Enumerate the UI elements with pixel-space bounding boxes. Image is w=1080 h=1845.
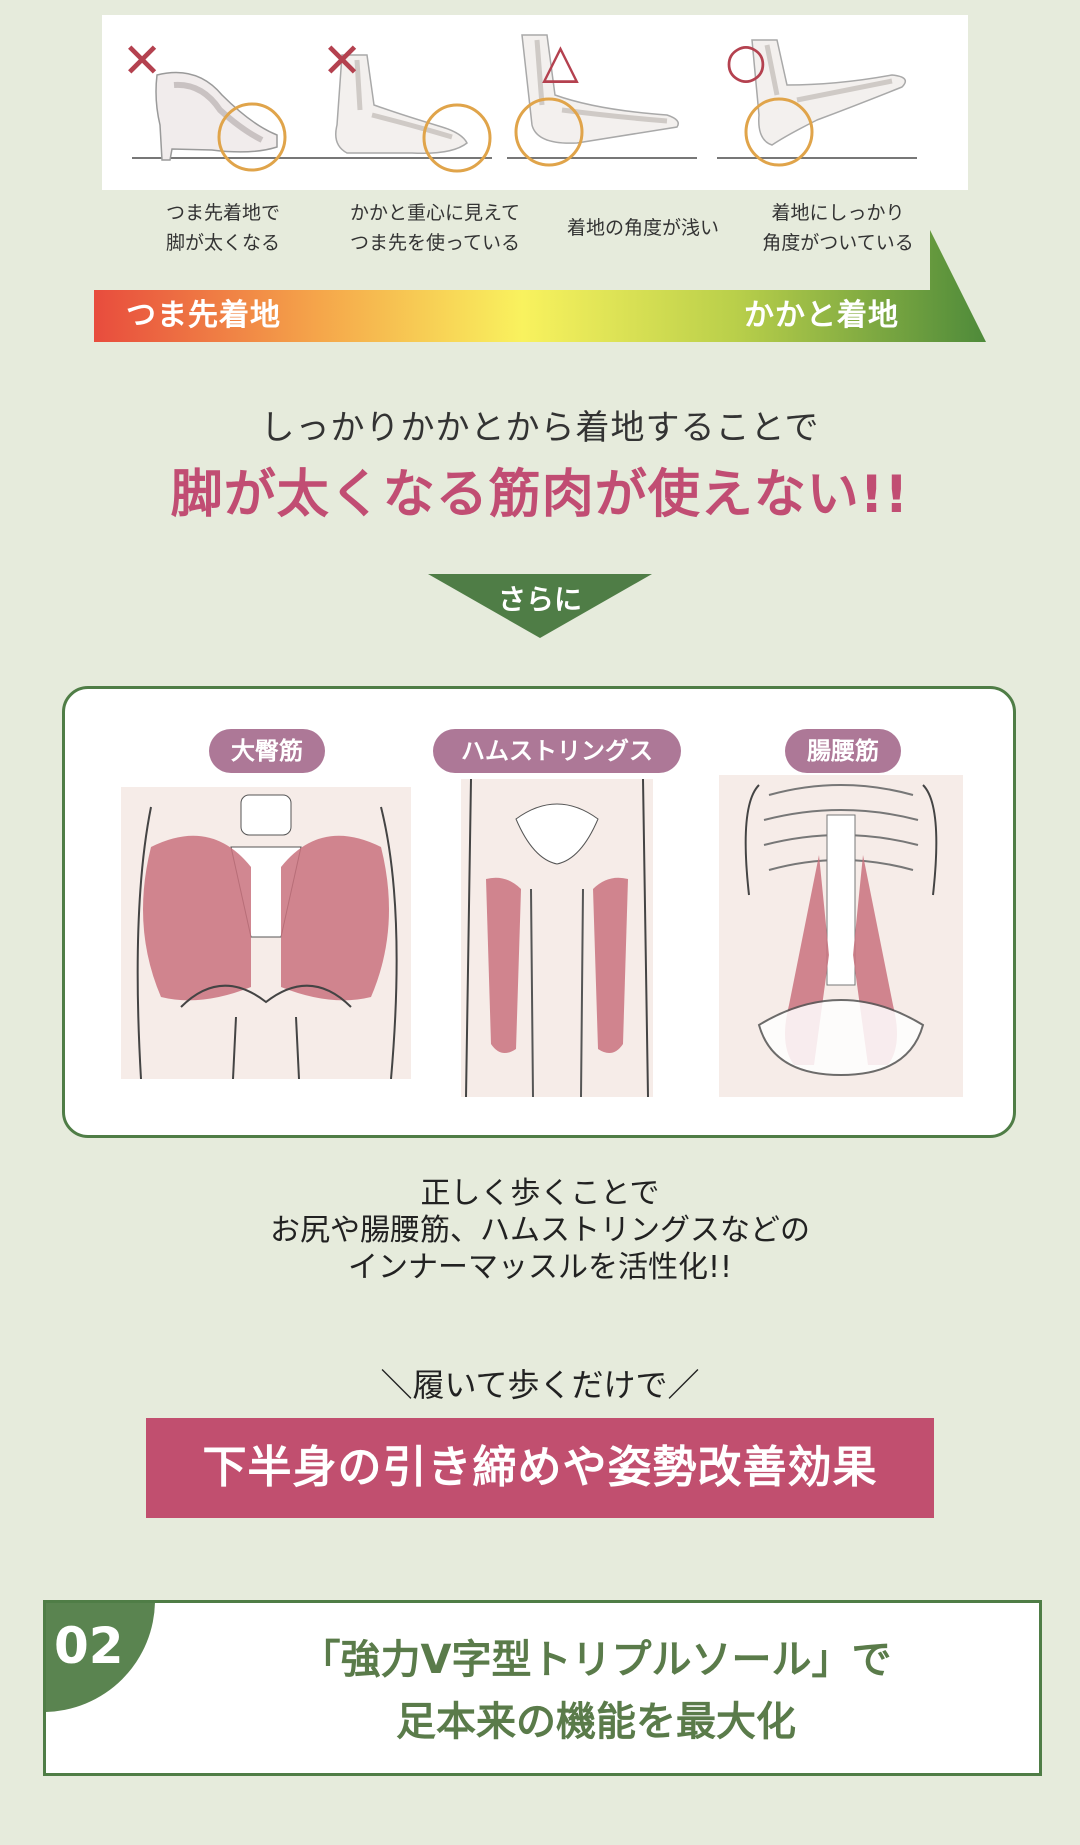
- body-text-line3: インナーマッスルを活性化!!: [347, 1250, 733, 1285]
- foot-strike-caption-3: 着地の角度が浅い: [566, 217, 719, 239]
- body-text-line1: 正しく歩くことで: [420, 1176, 660, 1211]
- foot-strike-caption-4: 着地にしっかり 角度がついている: [762, 202, 914, 254]
- hamstrings-illustration: [461, 779, 653, 1097]
- sarani-label: さらに: [497, 583, 582, 616]
- foot-illustration: [717, 39, 917, 167]
- slogan: ＼履いて歩くだけで／: [380, 1366, 700, 1404]
- foot-strike-panel: ✕ ✕ △ ○: [102, 15, 968, 190]
- muscle-label-gluteus: 大臀筋: [209, 729, 325, 773]
- triangle-mark-icon: △: [542, 33, 579, 89]
- muscle-label-iliopsoas: 腸腰筋: [785, 729, 901, 773]
- effect-banner: [146, 1418, 934, 1518]
- arrow-label-toe: つま先着地: [126, 298, 281, 333]
- heel-shoe-illustration: [132, 71, 302, 172]
- foot-strike-item-2: ✕: [302, 15, 502, 190]
- muscle-card: 大臀筋 ハムストリングス 腸腰筋: [62, 686, 1016, 1138]
- foot-illustration: [302, 54, 492, 173]
- foot-strike-caption-2: かかと重心に見えて つま先を使っている: [349, 202, 521, 254]
- headline-line1: しっかりかかとから着地することで: [260, 408, 820, 448]
- strike-gradient-arrow: [94, 230, 986, 342]
- foot-strike-item-3: △: [507, 15, 707, 190]
- muscle-label-hamstrings: ハムストリングス: [433, 729, 681, 773]
- effect-banner-text: 下半身の引き締めや姿勢改善効果: [202, 1442, 878, 1493]
- feature-title: 「強力V字型トリプルソール」で 足本来の機能を最大化: [300, 1637, 892, 1745]
- foot-strike-item-4: ○: [717, 15, 917, 190]
- headline-line2: 脚が太くなる筋肉が使えない!!: [170, 465, 910, 525]
- iliopsoas-illustration: [719, 775, 963, 1097]
- foot-strike-item-1: ✕: [102, 15, 302, 190]
- feature-number: 02: [54, 1617, 124, 1675]
- foot-strike-caption-1: つま先着地で 脚が太くなる: [165, 202, 280, 254]
- cross-mark-icon: ✕: [322, 33, 363, 89]
- arrow-label-heel: かかと着地: [744, 298, 899, 333]
- cross-mark-icon: ✕: [122, 33, 163, 89]
- foot-illustration: [507, 34, 697, 167]
- body-text-line2: お尻や腸腰筋、ハムストリングスなどの: [270, 1213, 810, 1248]
- sarani-down-arrow: [428, 574, 652, 638]
- circle-mark-icon: ○: [725, 33, 767, 89]
- feature-02-box: 02 「強力V字型トリプルソール」で 足本来の機能を最大化: [43, 1600, 1042, 1776]
- gluteus-illustration: [121, 787, 411, 1079]
